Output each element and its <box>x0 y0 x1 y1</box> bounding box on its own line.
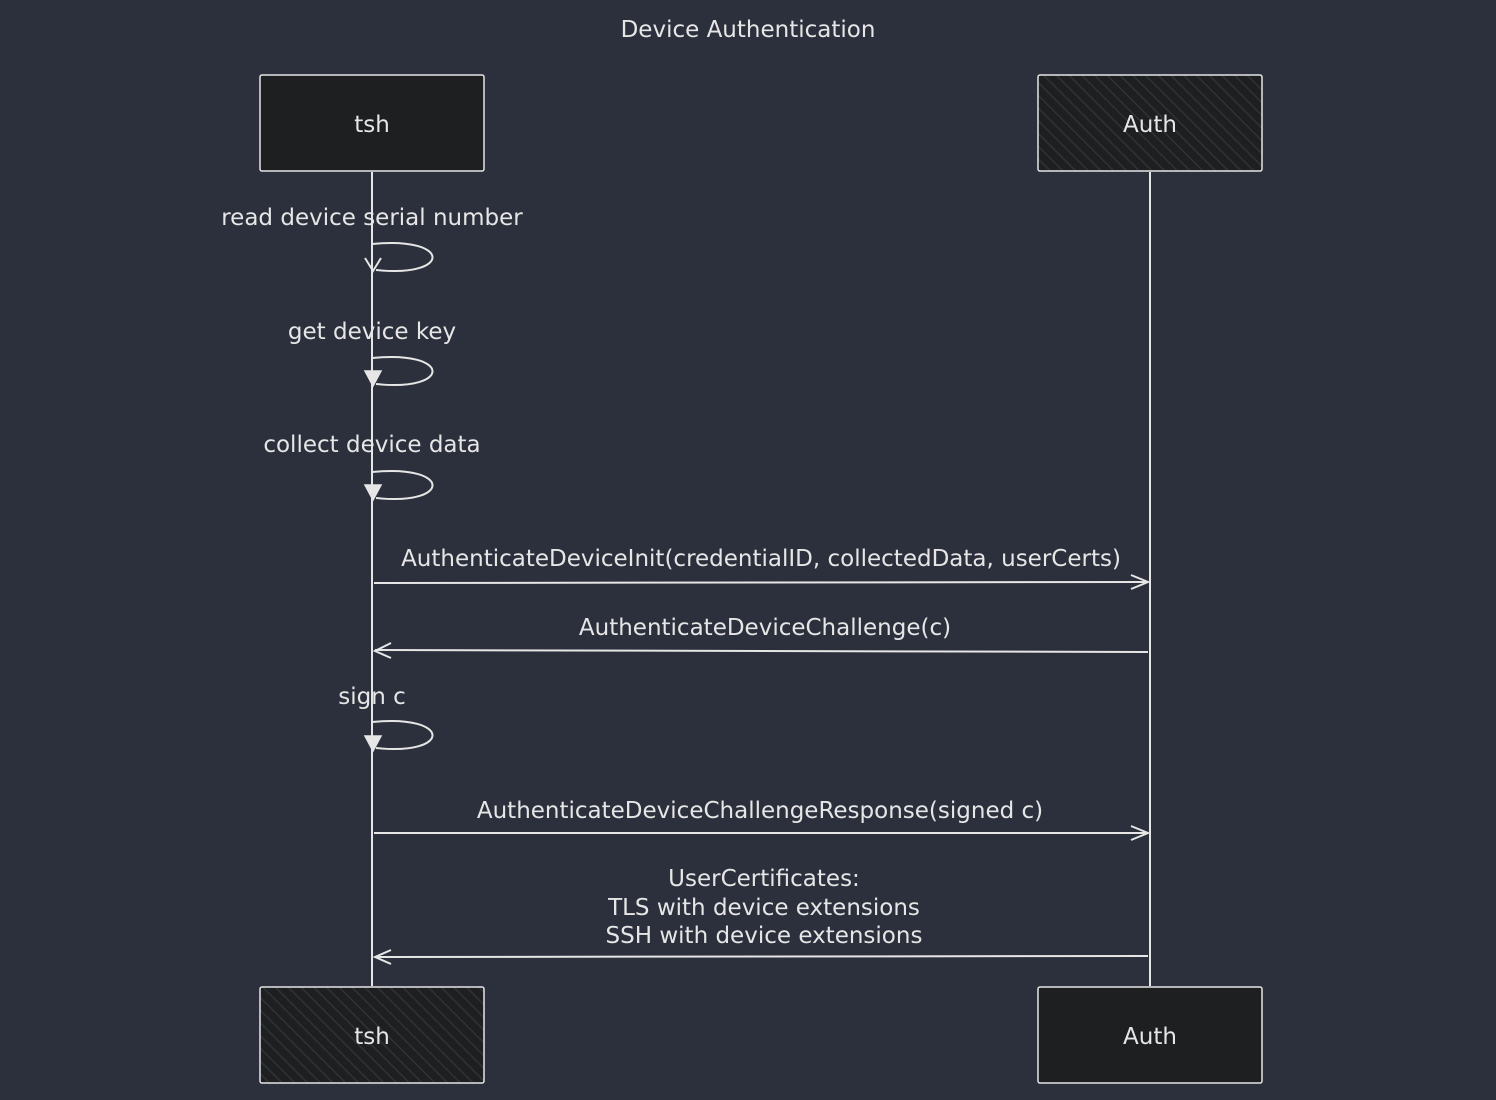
message-collect-device-data: collect device data <box>263 432 481 502</box>
message-read-serial: read device serial number <box>221 205 523 273</box>
arrowhead <box>1130 825 1151 841</box>
message-get-device-key: get device key <box>288 319 456 388</box>
message-authenticate-device-challenge: AuthenticateDeviceChallenge(c) <box>372 615 1149 659</box>
message-label: read device serial number <box>221 205 523 231</box>
message-label: get device key <box>288 319 456 345</box>
message-label: UserCertificates: <box>668 866 860 892</box>
self-loop <box>371 356 434 386</box>
message-challenge-response: AuthenticateDeviceChallengeResponse(sign… <box>374 798 1151 841</box>
actor-box <box>259 986 485 1084</box>
arrowhead <box>363 735 383 753</box>
arrowhead <box>363 484 383 502</box>
message-authenticate-device-init: AuthenticateDeviceInit(credentialID, col… <box>373 546 1151 590</box>
arrowhead <box>372 949 392 965</box>
message-label: AuthenticateDeviceInit(credentialID, col… <box>401 546 1121 572</box>
actor-tsh-top: tsh <box>259 74 485 172</box>
actor-label: tsh <box>354 112 390 138</box>
actor-label: tsh <box>354 1024 390 1050</box>
message-label: SSH with device extensions <box>606 923 923 949</box>
self-loop <box>371 242 434 272</box>
message-line <box>374 649 1149 653</box>
message-label: AuthenticateDeviceChallengeResponse(sign… <box>477 798 1043 824</box>
message-user-certificates: UserCertificates: TLS with device extens… <box>372 866 1149 965</box>
message-line <box>374 955 1149 958</box>
self-loop <box>371 470 434 500</box>
arrowhead <box>372 642 392 659</box>
arrowhead <box>364 257 382 273</box>
actor-label: Auth <box>1123 112 1177 138</box>
self-loop <box>371 720 434 750</box>
actor-auth-bottom: Auth <box>1037 986 1263 1084</box>
message-label: collect device data <box>263 432 480 458</box>
message-line <box>373 581 1149 584</box>
actor-auth-top: Auth <box>1037 74 1263 172</box>
actor-box <box>1037 74 1263 172</box>
arrowhead <box>1130 574 1151 590</box>
actor-box <box>259 74 485 172</box>
diagram-title: Device Authentication <box>621 17 876 43</box>
message-label: sign c <box>338 684 406 710</box>
actor-box <box>1037 986 1263 1084</box>
message-sign-c: sign c <box>338 684 434 753</box>
message-label: TLS with device extensions <box>607 895 920 921</box>
actor-tsh-bottom: tsh <box>259 986 485 1084</box>
actor-label: Auth <box>1123 1024 1177 1050</box>
message-label: AuthenticateDeviceChallenge(c) <box>579 615 951 641</box>
arrowhead <box>363 370 383 388</box>
